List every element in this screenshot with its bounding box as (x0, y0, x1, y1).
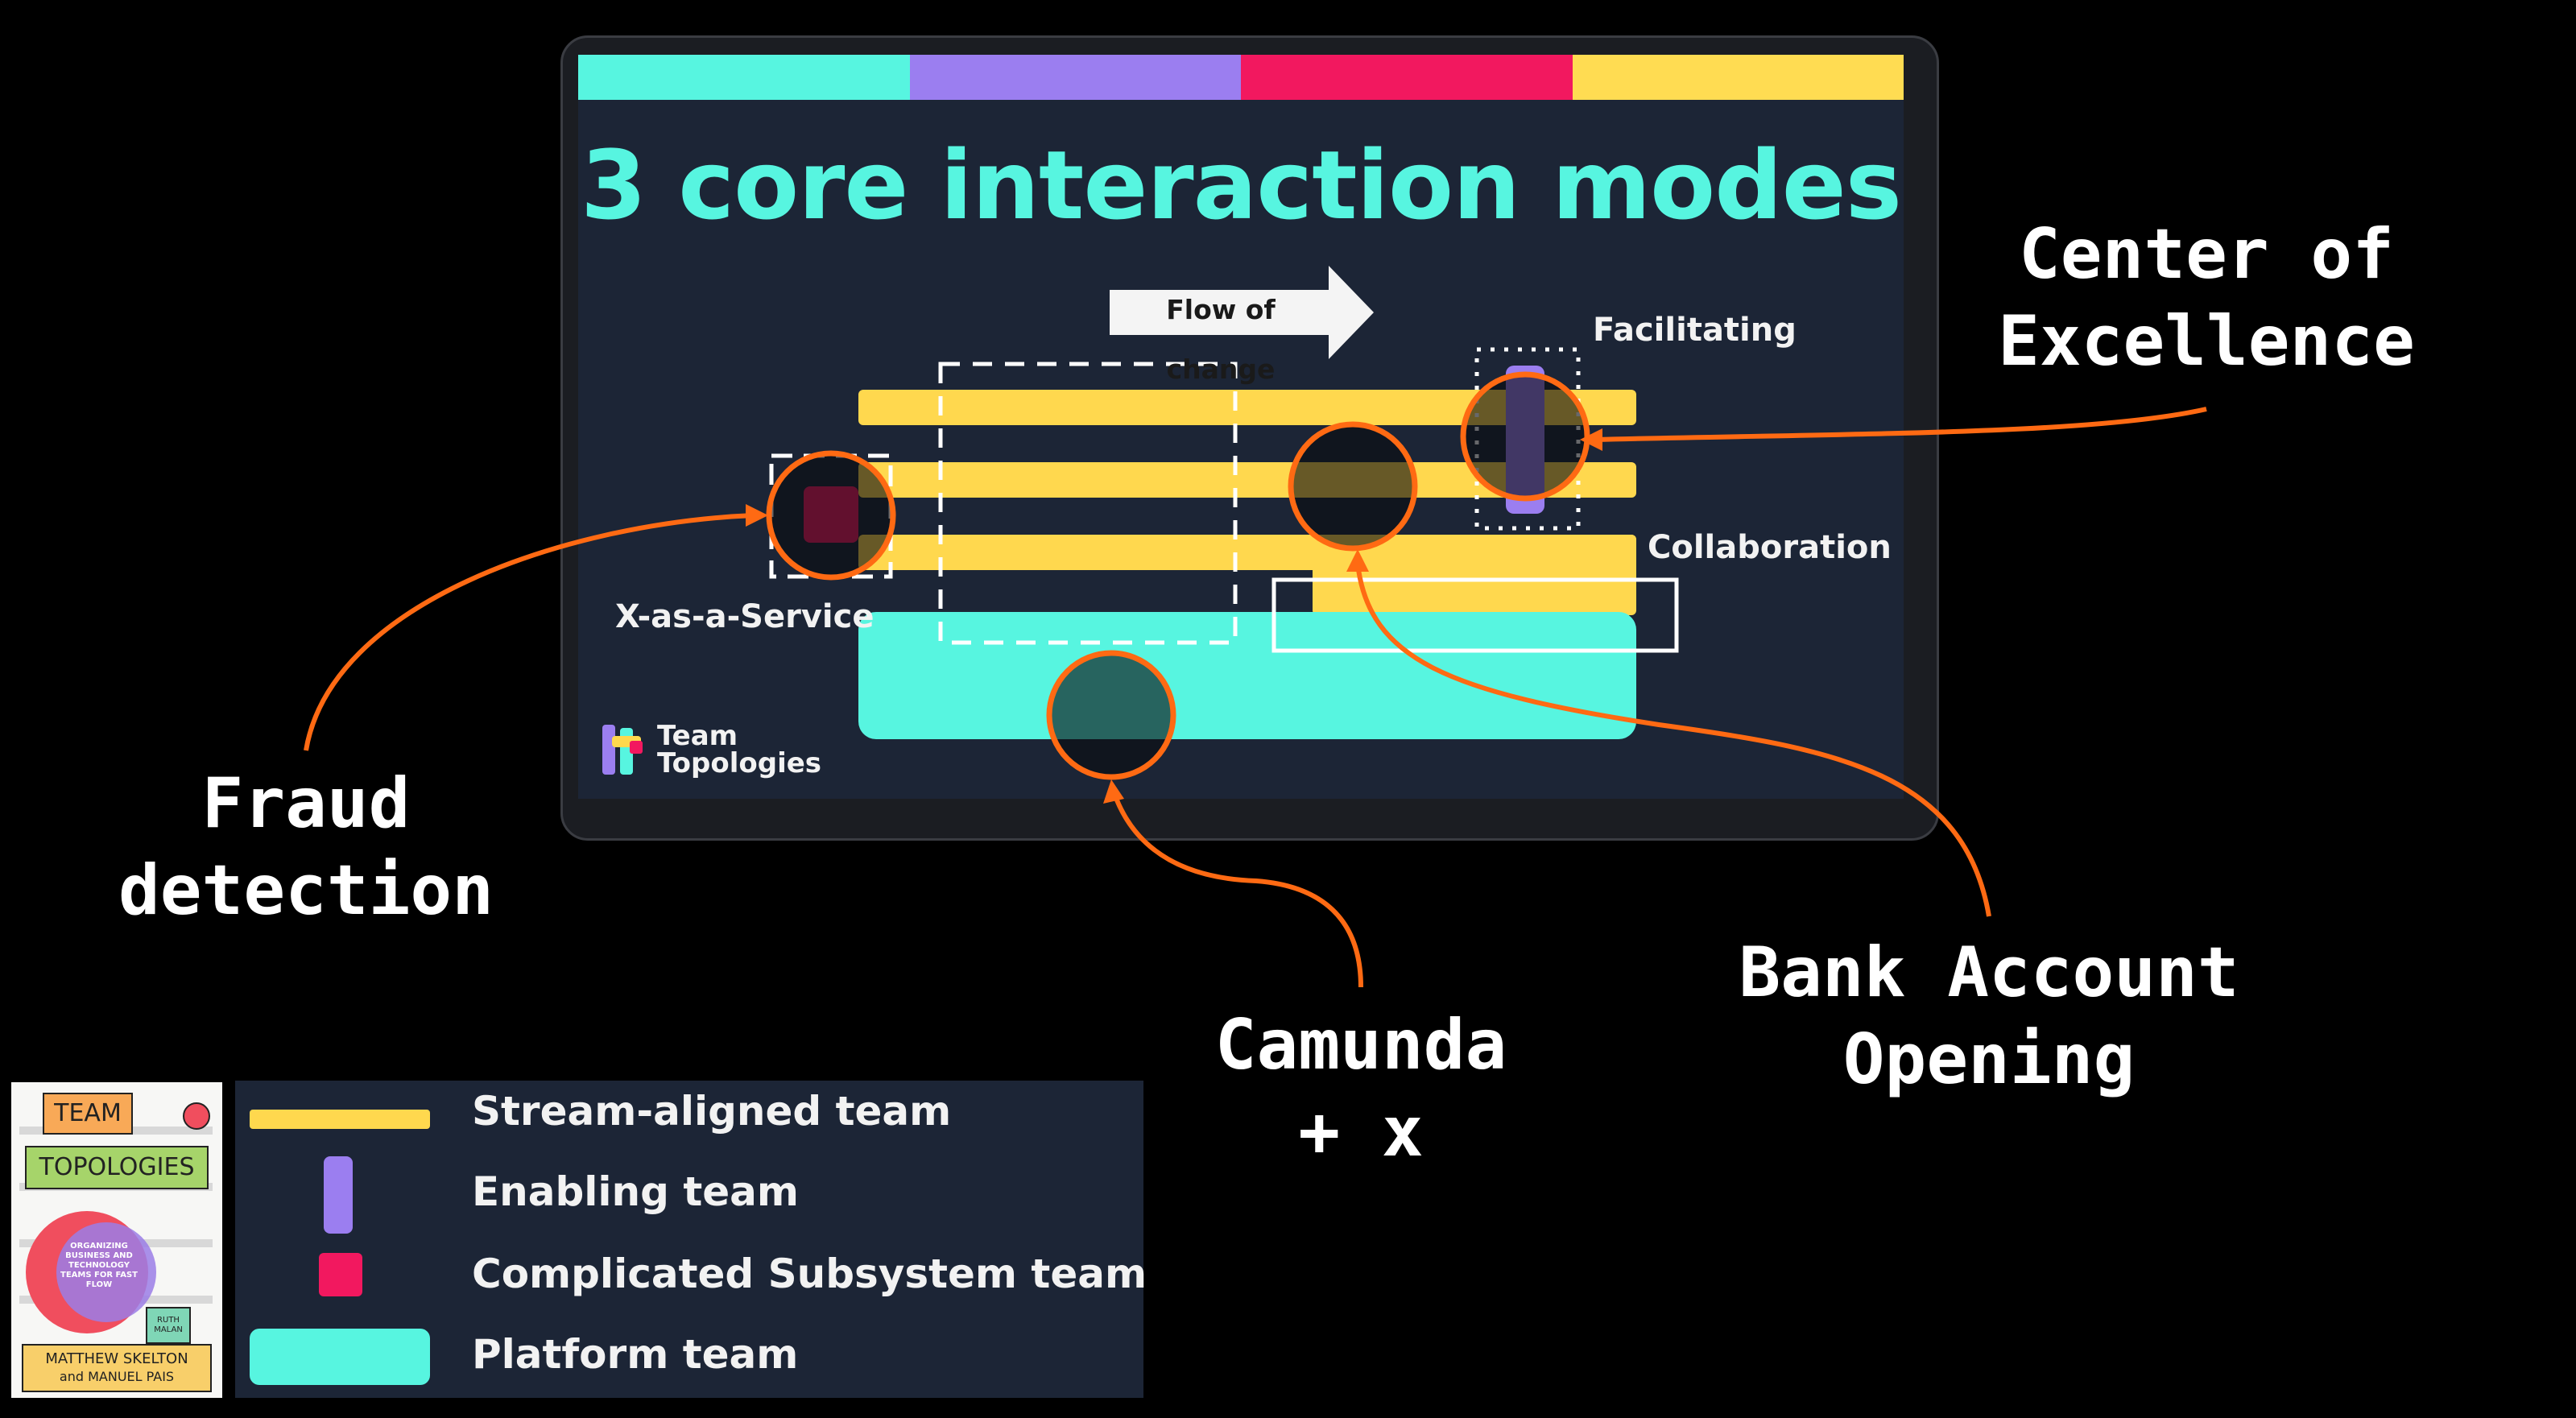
annotation-bank-line1: Bank Account (1739, 932, 2239, 1013)
color-bar-yellow (1572, 55, 1904, 100)
tt-logo-icon (602, 725, 615, 775)
book-title-box-1 (43, 1093, 133, 1135)
highlight-circle-bank-account (1288, 421, 1418, 552)
arrow-fraud-detection (304, 513, 755, 751)
arrowhead-center-excellence (1580, 428, 1602, 451)
legend-label-stream-aligned: Stream-aligned team (472, 1088, 952, 1135)
book-authors-line2: and MANUEL PAIS (59, 1369, 175, 1384)
stream-aligned-team-icon (250, 1110, 430, 1129)
highlight-circle-fraud (766, 450, 896, 581)
stream-aligned-collab-block (1313, 535, 1636, 615)
legend-icons (250, 1110, 430, 1385)
platform-team-block (858, 612, 1636, 739)
book-subtitle: ORGANIZING BUSINESS AND TECHNOLOGY TEAMS… (60, 1242, 138, 1289)
annotation-fraud-line1: Fraud (201, 763, 411, 844)
slide-title: 3 core interaction modes (581, 130, 1902, 241)
book-cover-art (11, 1082, 222, 1398)
legend (235, 1081, 1143, 1398)
xaas-label: X-as-a-Service (615, 598, 875, 635)
annotation-coe-line1: Center of (2019, 214, 2394, 295)
complicated-subsystem-team-icon (319, 1253, 362, 1296)
tt-brand-line2: Topologies (657, 747, 822, 779)
annotation-camunda-line1: Camunda (1214, 1005, 1507, 1085)
team-topologies-book-cover: TEAM TOPOLOGIES ORGANIZING BUSINESS AND … (11, 1082, 222, 1398)
annotation-center-of-excellence: Center of Excellence (1876, 211, 2537, 385)
collaboration-label: Collaboration (1648, 529, 1892, 566)
facilitating-dotted-box (1474, 347, 1581, 531)
book-title-line2: TOPOLOGIES (39, 1153, 195, 1181)
platform-team-icon (250, 1329, 430, 1385)
annotation-bank-line2: Opening (1842, 1019, 2136, 1100)
arrowhead-fraud-detection (746, 504, 768, 527)
enabling-team-icon (324, 1156, 353, 1234)
arrow-camunda (1112, 792, 1363, 988)
arrowhead-bank-account (1346, 549, 1369, 572)
xaas-boundary-box (938, 362, 1238, 645)
arrow-bank-account (1355, 563, 1991, 917)
flow-arrow (1110, 266, 1374, 359)
color-bar-pink (1241, 55, 1573, 100)
highlight-circle-camunda (1046, 650, 1176, 780)
annotation-bank-account-opening: Bank Account Opening (1659, 929, 2319, 1103)
tt-logo-part-4 (630, 741, 643, 754)
legend-label-enabling: Enabling team (472, 1168, 800, 1215)
annotation-camunda: Camunda + x (1127, 1002, 1594, 1176)
color-bar-teal (578, 55, 910, 100)
legend-label-platform: Platform team (472, 1331, 799, 1378)
book-title-box-2 (25, 1146, 209, 1189)
arrow-center-excellence (1594, 407, 2207, 442)
book-forward-box (146, 1307, 191, 1344)
facilitating-label: Facilitating (1593, 312, 1797, 349)
highlight-circle-center-excellence (1460, 371, 1590, 502)
stream-aligned-bar-2 (858, 462, 1636, 498)
legend-label-complicated-subsystem: Complicated Subsystem team (472, 1251, 1147, 1297)
annotation-fraud-detection: Fraud detection (64, 760, 548, 934)
slide-color-bar (578, 55, 1904, 100)
stream-aligned-bar-1 (858, 390, 1636, 425)
color-bar-purple (909, 55, 1241, 100)
collaboration-box (1271, 577, 1679, 653)
book-title-line1: TEAM (54, 1099, 122, 1127)
tt-brand-line1: Team (657, 720, 738, 752)
book-red-dot (183, 1102, 210, 1130)
annotation-camunda-line2: + x (1298, 1092, 1424, 1172)
book-authors-box (22, 1344, 212, 1392)
arrowhead-camunda (1103, 779, 1124, 804)
annotation-coe-line2: Excellence (1998, 301, 2415, 382)
book-purple-circle (56, 1222, 156, 1322)
book-forward: RUTH MALAN (154, 1316, 183, 1334)
annotation-fraud-line2: detection (118, 850, 494, 931)
book-authors-line1: MATTHEW SKELTON (45, 1350, 188, 1367)
flow-of-change-label: Flow of change (1166, 294, 1276, 385)
